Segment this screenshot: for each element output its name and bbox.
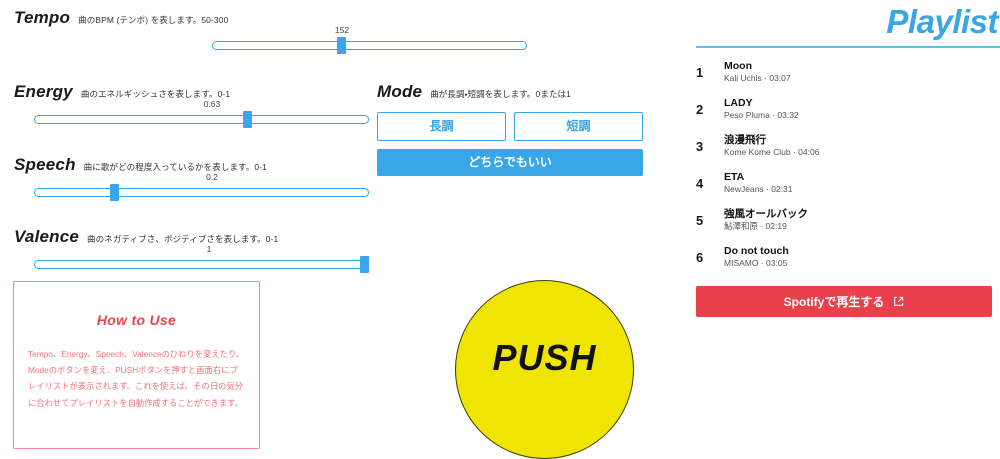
valence-parameter-block: Valence 曲のネガティブさ、ポジティブさを表します。0-1 1 (14, 227, 374, 273)
spotify-play-button[interactable]: Spotifyで再生する (696, 286, 992, 317)
track-name: 強風オールバック (724, 208, 808, 221)
mode-description: 曲が長調・短調を表します。0または1 (430, 89, 571, 99)
valence-description: 曲のネガティブさ、ポジティブさを表します。0-1 (87, 234, 279, 244)
energy-slider-track[interactable] (34, 115, 369, 124)
track-number: 3 (696, 138, 704, 154)
energy-description: 曲のエネルギッシュさを表します。0-1 (80, 89, 231, 99)
energy-slider-block: 0.63 (14, 99, 374, 128)
speech-slider-thumb[interactable] (110, 184, 119, 201)
track-item[interactable]: 5 強風オールバック鮎澤和原 · 02:19 (696, 207, 1000, 233)
how-to-use-body: Tempo、Energy、Speech、Valenceのひねりを変えたり、Mod… (28, 349, 245, 408)
how-to-use-panel: How to Use Tempo、Energy、Speech、Valenceのひ… (13, 281, 260, 449)
speech-slider[interactable] (14, 184, 374, 201)
track-number: 1 (696, 64, 704, 80)
track-name: Do not touch (724, 245, 789, 258)
spotify-play-label: Spotifyで再生する (783, 295, 885, 309)
tempo-slider-thumb[interactable] (337, 37, 346, 54)
push-button[interactable]: PUSH (455, 280, 634, 459)
tempo-title: Tempo (14, 8, 71, 27)
track-number: 5 (696, 212, 704, 228)
track-meta: Kome Kome Club · 04:06 (724, 147, 820, 158)
mode-either-button[interactable]: どちらでもいい (377, 149, 643, 176)
playlist-divider (696, 46, 1000, 48)
mode-major-button[interactable]: 長調 (377, 112, 506, 141)
track-meta: NewJeans · 02:31 (724, 184, 793, 195)
track-name: 浪漫飛行 (724, 134, 766, 147)
track-name: Moon (724, 60, 752, 72)
energy-header: Energy 曲のエネルギッシュさを表します。0-1 (14, 82, 374, 102)
valence-slider[interactable] (14, 256, 374, 273)
how-to-use-heading: How to Use (96, 312, 177, 328)
mode-button-row: 長調 短調 (377, 112, 643, 141)
speech-value: 0.2 (206, 172, 218, 182)
valence-slider-track[interactable] (34, 260, 369, 269)
speech-description: 曲に歌がどの程度入っているかを表します。0-1 (83, 162, 267, 172)
tempo-value: 152 (334, 25, 350, 35)
valence-title: Valence (14, 227, 80, 246)
tempo-slider-block: 152 (14, 25, 534, 54)
external-link-icon (893, 296, 904, 307)
tempo-parameter-block: Tempo 曲のBPM (テンポ) を表します。50-300 152 (14, 8, 534, 54)
track-meta: Peso Pluma · 03:32 (724, 110, 799, 121)
valence-value: 1 (206, 244, 212, 254)
tempo-header: Tempo 曲のBPM (テンポ) を表します。50-300 (14, 8, 534, 28)
energy-value: 0.63 (203, 99, 221, 109)
speech-slider-track[interactable] (34, 188, 369, 197)
tempo-slider[interactable] (14, 37, 534, 54)
valence-slider-block: 1 (14, 244, 374, 273)
energy-title: Energy (14, 82, 73, 101)
track-number: 6 (696, 249, 704, 265)
track-number: 2 (696, 101, 704, 117)
track-name: ETA (724, 171, 745, 184)
tempo-description: 曲のBPM (テンポ) を表します。50-300 (78, 15, 229, 25)
energy-slider[interactable] (14, 111, 374, 128)
track-number: 4 (696, 175, 704, 191)
speech-slider-block: 0.2 (14, 172, 374, 201)
push-button-label: PUSH (492, 337, 597, 378)
valence-header: Valence 曲のネガティブさ、ポジティブさを表します。0-1 (14, 227, 374, 247)
mode-header: Mode 曲が長調・短調を表します。0または1 (377, 82, 643, 102)
playlist-title: Playlist (886, 3, 998, 40)
track-meta: Kali Uchis · 03:07 (724, 73, 791, 84)
speech-header: Speech 曲に歌がどの程度入っているかを表します。0-1 (14, 155, 374, 175)
track-info: 強風オールバック鮎澤和原 · 02:19 (724, 207, 808, 233)
track-meta: MISAMO · 03:05 (724, 258, 788, 269)
mode-parameter-block: Mode 曲が長調・短調を表します。0または1 長調 短調 どちらでもいい (377, 82, 643, 176)
tempo-slider-track[interactable] (212, 41, 527, 50)
valence-slider-thumb[interactable] (360, 256, 369, 273)
energy-slider-thumb[interactable] (243, 111, 252, 128)
energy-parameter-block: Energy 曲のエネルギッシュさを表します。0-1 0.63 (14, 82, 374, 128)
mode-minor-button[interactable]: 短調 (514, 112, 643, 141)
mode-title: Mode (377, 82, 423, 101)
track-meta: 鮎澤和原 · 02:19 (724, 221, 787, 232)
speech-parameter-block: Speech 曲に歌がどの程度入っているかを表します。0-1 0.2 (14, 155, 374, 201)
track-name: LADY (724, 97, 753, 110)
speech-title: Speech (14, 155, 76, 174)
